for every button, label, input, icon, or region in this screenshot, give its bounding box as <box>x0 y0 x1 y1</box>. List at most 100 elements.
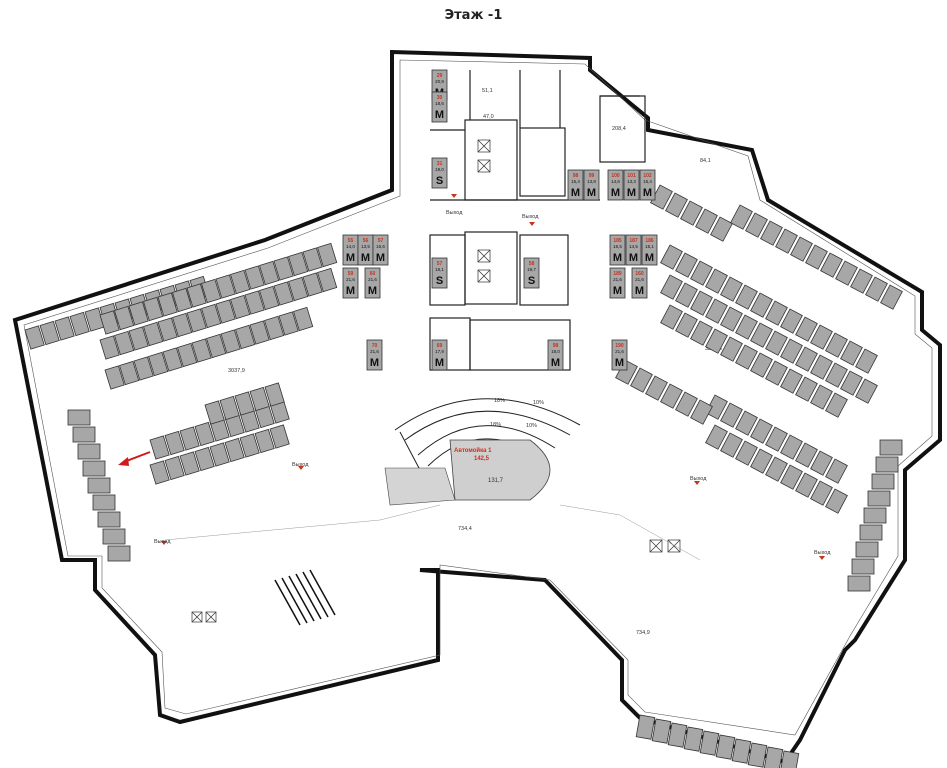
stall <box>705 328 728 354</box>
stall <box>735 344 758 370</box>
space-size: M <box>613 285 622 297</box>
stall <box>104 365 125 390</box>
stall <box>186 308 207 333</box>
inner-outline <box>23 59 933 736</box>
space-area: 21,6 <box>635 277 644 282</box>
stall <box>825 332 848 358</box>
stall <box>234 391 255 416</box>
stall <box>244 290 265 315</box>
stall <box>780 434 803 460</box>
space-size: M <box>611 187 620 199</box>
stall <box>775 228 798 254</box>
stall <box>750 448 773 474</box>
stall <box>865 276 888 302</box>
space-number: 59 <box>348 271 354 277</box>
space-size: M <box>368 285 377 297</box>
stall <box>720 402 743 428</box>
stall <box>87 477 111 494</box>
space-area: 13,3 <box>627 179 636 184</box>
stall <box>879 439 903 456</box>
stall <box>201 303 222 329</box>
space-number: 31 <box>437 161 443 167</box>
stall <box>230 269 251 295</box>
stall <box>172 287 193 313</box>
stall <box>219 395 240 421</box>
space-area: 19,1 <box>435 267 444 272</box>
stall <box>820 252 843 278</box>
space-area: 14,5 <box>629 244 638 249</box>
space-area: 13,5 <box>361 244 370 249</box>
stall <box>149 435 170 460</box>
car-lift-area: 142,5 <box>474 456 490 462</box>
stall <box>630 367 653 393</box>
stall <box>230 294 251 320</box>
stall <box>720 432 743 458</box>
stall <box>143 296 164 322</box>
stall <box>186 283 207 308</box>
stall <box>779 750 800 768</box>
stall <box>164 430 185 456</box>
stall <box>660 274 683 300</box>
car-wash-area <box>449 439 551 501</box>
space-size: M <box>376 252 385 264</box>
stall <box>302 247 323 272</box>
stall <box>635 714 656 740</box>
stall <box>859 524 883 541</box>
stall <box>835 260 858 286</box>
stall <box>745 212 768 238</box>
space-number: 101 <box>627 173 636 179</box>
stall <box>825 488 848 514</box>
space-size: M <box>346 285 355 297</box>
stall <box>179 451 200 476</box>
stall <box>780 368 803 394</box>
stall <box>690 320 713 346</box>
stall <box>54 316 75 341</box>
stairs <box>274 569 336 626</box>
stall <box>99 335 120 360</box>
stall <box>795 472 818 498</box>
stall <box>72 426 96 443</box>
stall <box>731 738 752 764</box>
space-area: 15,4 <box>571 179 580 184</box>
stall <box>99 310 120 335</box>
stall <box>840 340 863 366</box>
space-size: S <box>528 275 535 287</box>
stall <box>39 320 60 346</box>
space-number: 70 <box>372 343 378 349</box>
space-size: M <box>615 357 624 369</box>
zone-area-south-east: 734,9 <box>636 630 650 636</box>
zone-area-west: 3037,9 <box>228 368 245 374</box>
stall <box>805 244 828 270</box>
stall <box>143 321 164 347</box>
space-size: M <box>361 252 370 264</box>
space-area: 18,0 <box>551 349 560 354</box>
stall <box>651 718 672 744</box>
stall <box>77 443 101 460</box>
stall <box>206 333 227 359</box>
stall <box>92 494 116 511</box>
